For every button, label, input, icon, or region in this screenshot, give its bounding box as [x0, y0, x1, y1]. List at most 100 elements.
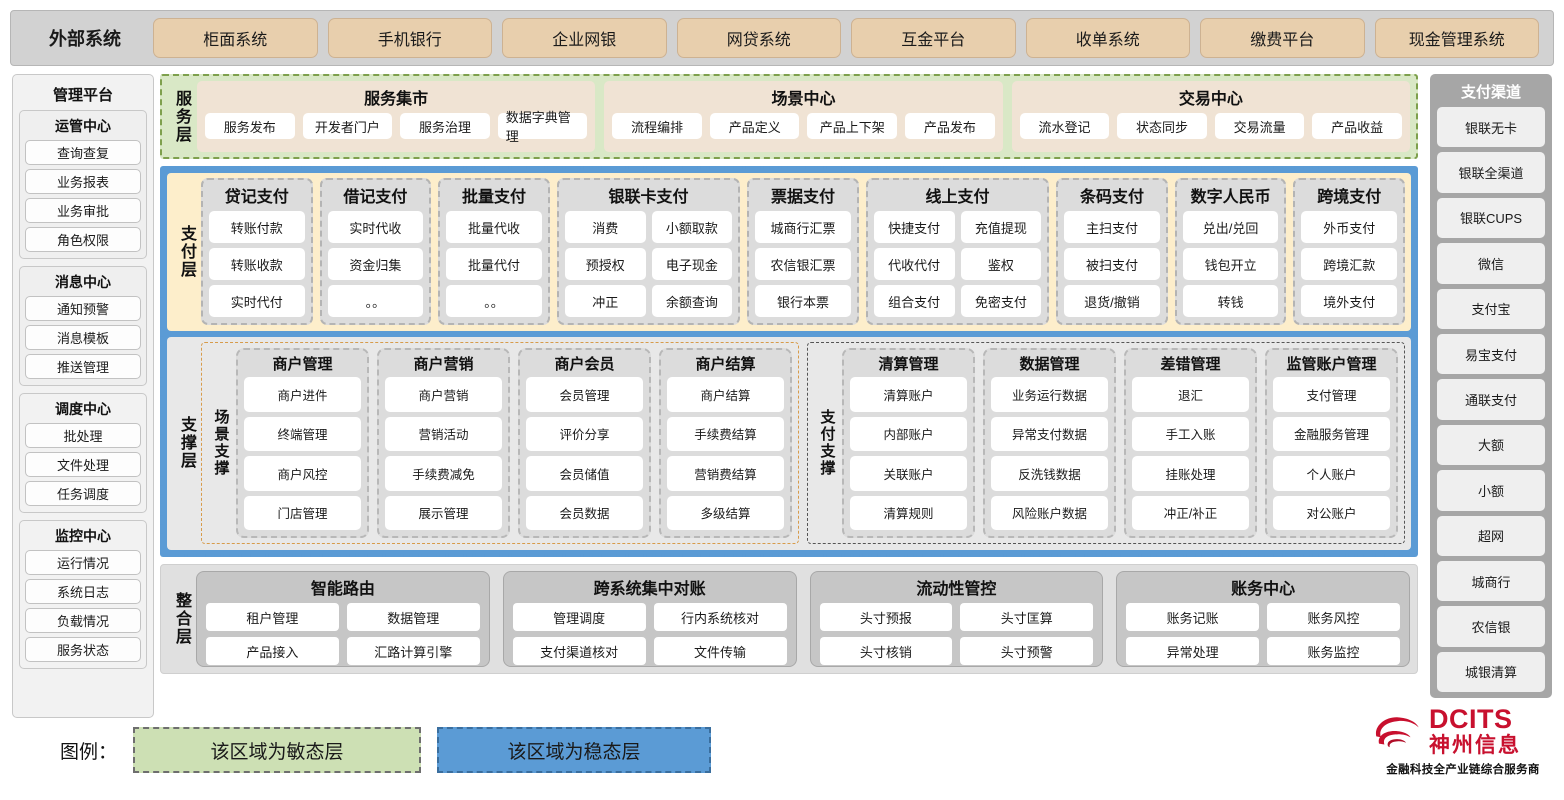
support-item[interactable]: 终端管理 — [244, 416, 361, 451]
support-item[interactable]: 商户进件 — [244, 377, 361, 412]
payment-item[interactable]: 转账收款 — [209, 248, 305, 280]
payment-item[interactable]: 转钱 — [1182, 285, 1279, 317]
service-item[interactable]: 产品收益 — [1312, 113, 1402, 139]
payment-item[interactable]: 消费 — [564, 211, 646, 243]
payment-item[interactable]: 充值提现 — [960, 211, 1042, 243]
payment-item[interactable]: 跨境汇款 — [1301, 248, 1398, 280]
management-item[interactable]: 系统日志 — [25, 579, 141, 604]
payment-item[interactable]: 鉴权 — [960, 248, 1042, 280]
external-system-item[interactable]: 收单系统 — [1025, 18, 1190, 58]
support-item[interactable]: 关联账户 — [850, 456, 967, 491]
payment-item[interactable]: 快捷支付 — [873, 211, 955, 243]
management-item[interactable]: 运行情况 — [25, 550, 141, 575]
support-item[interactable]: 门店管理 — [244, 495, 361, 530]
management-item[interactable]: 消息模板 — [25, 325, 141, 350]
payment-item[interactable]: 余额查询 — [651, 285, 733, 317]
support-item[interactable]: 反洗钱数据 — [991, 456, 1108, 491]
payment-item[interactable]: 主扫支付 — [1064, 211, 1160, 243]
payment-channel-item[interactable]: 小额 — [1437, 470, 1545, 511]
support-item[interactable]: 商户营销 — [385, 377, 502, 412]
service-item[interactable]: 产品发布 — [905, 113, 995, 139]
support-item[interactable]: 手工入账 — [1132, 416, 1249, 451]
management-item[interactable]: 文件处理 — [25, 452, 141, 477]
support-item[interactable]: 展示管理 — [385, 495, 502, 530]
support-item[interactable]: 退汇 — [1132, 377, 1249, 412]
payment-channel-item[interactable]: 城商行 — [1437, 560, 1545, 602]
integration-item[interactable]: 租户管理 — [206, 603, 339, 631]
support-item[interactable]: 对公账户 — [1273, 495, 1390, 530]
management-item[interactable]: 业务审批 — [25, 198, 141, 223]
integration-item[interactable]: 头寸匡算 — [960, 603, 1094, 631]
support-item[interactable]: 风险账户数据 — [991, 495, 1108, 530]
payment-item[interactable]: 。。 — [446, 285, 542, 317]
support-item[interactable]: 会员数据 — [526, 495, 643, 530]
payment-item[interactable]: 小额取款 — [651, 211, 733, 243]
service-item[interactable]: 交易流量 — [1214, 113, 1305, 139]
support-item[interactable]: 会员储值 — [526, 456, 643, 491]
payment-channel-item[interactable]: 超网 — [1437, 515, 1545, 556]
integration-item[interactable]: 头寸预警 — [960, 637, 1094, 665]
support-item[interactable]: 清算规则 — [850, 495, 967, 530]
payment-channel-item[interactable]: 支付宝 — [1437, 288, 1545, 329]
payment-item[interactable]: 城商行汇票 — [755, 211, 851, 243]
payment-item[interactable]: 转账付款 — [209, 211, 305, 243]
payment-item[interactable]: 实时代收 — [327, 211, 424, 243]
support-item[interactable]: 多级结算 — [667, 495, 784, 530]
payment-channel-item[interactable]: 易宝支付 — [1437, 333, 1545, 375]
payment-item[interactable]: 退货/撤销 — [1064, 285, 1160, 317]
integration-item[interactable]: 账务记账 — [1126, 603, 1260, 631]
support-item[interactable]: 商户结算 — [667, 377, 784, 412]
support-item[interactable]: 金融服务管理 — [1273, 416, 1390, 451]
management-item[interactable]: 批处理 — [25, 423, 141, 448]
management-item[interactable]: 角色权限 — [25, 227, 141, 252]
payment-item[interactable]: 钱包开立 — [1182, 248, 1279, 280]
integration-item[interactable]: 头寸核销 — [819, 637, 953, 665]
payment-item[interactable]: 预授权 — [564, 248, 646, 280]
integration-item[interactable]: 支付渠道核对 — [512, 637, 646, 665]
payment-item[interactable]: 免密支付 — [960, 285, 1042, 317]
payment-item[interactable]: 冲正 — [564, 285, 646, 317]
management-item[interactable]: 推送管理 — [25, 354, 141, 379]
payment-item[interactable]: 实时代付 — [209, 285, 305, 317]
management-item[interactable]: 通知预警 — [25, 296, 141, 321]
payment-item[interactable]: 外币支付 — [1301, 211, 1398, 243]
support-item[interactable]: 挂账处理 — [1132, 456, 1249, 491]
service-item[interactable]: 流水登记 — [1019, 113, 1110, 139]
integration-item[interactable]: 数据管理 — [346, 603, 480, 631]
support-item[interactable]: 会员管理 — [526, 377, 643, 412]
support-item[interactable]: 营销费结算 — [667, 456, 784, 491]
payment-item[interactable]: 代收代付 — [873, 248, 955, 280]
payment-item[interactable]: 组合支付 — [873, 285, 955, 317]
service-item[interactable]: 产品定义 — [709, 113, 800, 139]
support-item[interactable]: 评价分享 — [526, 416, 643, 451]
integration-item[interactable]: 管理调度 — [512, 603, 646, 631]
external-system-item[interactable]: 网贷系统 — [676, 18, 841, 58]
payment-channel-item[interactable]: 通联支付 — [1437, 379, 1545, 420]
management-item[interactable]: 业务报表 — [25, 169, 141, 194]
service-item[interactable]: 数据字典管理 — [497, 110, 588, 144]
payment-item[interactable]: 资金归集 — [327, 248, 424, 280]
integration-item[interactable]: 头寸预报 — [819, 603, 953, 631]
support-item[interactable]: 支付管理 — [1273, 377, 1390, 412]
integration-item[interactable]: 账务风控 — [1267, 603, 1400, 631]
integration-item[interactable]: 产品接入 — [206, 637, 339, 665]
payment-item[interactable]: 银行本票 — [755, 285, 851, 317]
external-system-item[interactable]: 互金平台 — [851, 18, 1016, 58]
integration-item[interactable]: 异常处理 — [1126, 637, 1260, 665]
support-item[interactable]: 手续费减免 — [385, 456, 502, 491]
support-item[interactable]: 手续费结算 — [667, 416, 784, 451]
service-item[interactable]: 流程编排 — [612, 113, 702, 139]
payment-item[interactable]: 批量代付 — [446, 248, 542, 280]
payment-channel-item[interactable]: 银联CUPS — [1437, 197, 1545, 239]
external-system-item[interactable]: 企业网银 — [502, 18, 667, 58]
payment-item[interactable]: 兑出/兑回 — [1182, 211, 1279, 243]
payment-channel-item[interactable]: 银联无卡 — [1437, 107, 1545, 148]
payment-item[interactable]: 被扫支付 — [1064, 248, 1160, 280]
payment-channel-item[interactable]: 城银清算 — [1437, 651, 1545, 693]
payment-channel-item[interactable]: 银联全渠道 — [1437, 152, 1545, 193]
integration-item[interactable]: 文件传输 — [653, 637, 787, 665]
external-system-item[interactable]: 柜面系统 — [153, 18, 318, 58]
external-system-item[interactable]: 缴费平台 — [1200, 18, 1365, 58]
payment-item[interactable]: 境外支付 — [1301, 285, 1398, 317]
management-item[interactable]: 负载情况 — [25, 608, 141, 633]
